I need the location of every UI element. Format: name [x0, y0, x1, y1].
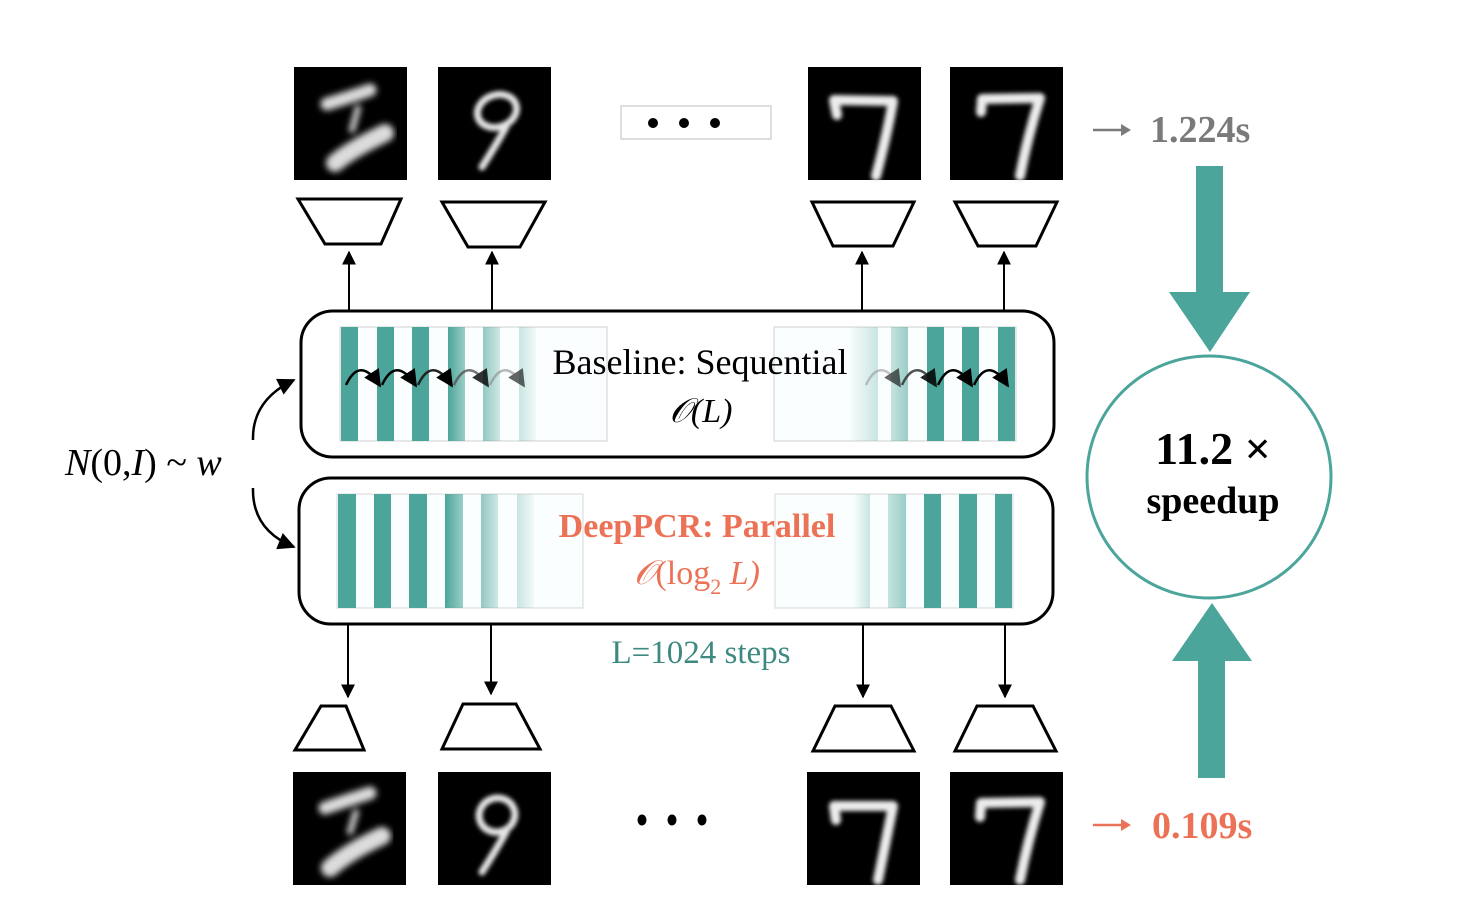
- baseline-box: Baseline: Sequential 𝒪(L): [299, 309, 1056, 459]
- deeppcr-time-label: 0.109s: [1152, 805, 1252, 847]
- baseline-complexity: 𝒪(L): [670, 393, 733, 430]
- bottom-decoders: [292, 702, 1059, 753]
- speedup-value: 11.2 ×: [1155, 423, 1271, 474]
- decoder-icon: [295, 197, 404, 246]
- top-decoders: [295, 197, 1060, 249]
- decoder-icon: [810, 704, 917, 753]
- speedup-circle: 11.2 × speedup: [1085, 354, 1333, 600]
- decoder-icon: [952, 704, 1059, 753]
- top-image-1: [294, 67, 407, 180]
- decoder-icon: [292, 704, 367, 752]
- top-image-4: [950, 67, 1063, 181]
- sequential-hop-arrows: [344, 368, 1010, 388]
- bottom-generated-images: [293, 772, 1063, 885]
- bottom-image-3: [807, 772, 920, 885]
- baseline-time: 1.224s: [1093, 109, 1250, 151]
- noise-label: N(0,I) ~ w: [64, 442, 222, 484]
- bottom-arrows: [341, 624, 1012, 699]
- deeppcr-time: 0.109s: [1093, 805, 1252, 847]
- down-arrow-icon: [1169, 166, 1250, 352]
- bottom-image-2: [438, 772, 551, 885]
- deeppcr-box: DeepPCR: Parallel 𝒪(log2 L): [297, 476, 1055, 626]
- top-ellipsis: [620, 105, 772, 140]
- baseline-time-label: 1.224s: [1150, 109, 1250, 151]
- noise-branch-arrows: [251, 378, 296, 550]
- speedup-label: speedup: [1146, 480, 1279, 522]
- bottom-image-4: [950, 772, 1063, 885]
- bottom-image-1: [293, 772, 406, 885]
- baseline-title: Baseline: Sequential: [553, 342, 848, 382]
- up-arrow-icon: [1172, 603, 1252, 778]
- decoder-icon: [809, 200, 917, 248]
- top-image-3: [808, 67, 921, 181]
- top-generated-images: [294, 67, 1063, 181]
- decoder-icon: [439, 200, 548, 249]
- steps-label: L=1024 steps: [611, 635, 790, 671]
- top-image-2: [438, 67, 551, 180]
- deeppcr-title: DeepPCR: Parallel: [559, 508, 836, 545]
- decoder-icon: [952, 200, 1060, 248]
- bottom-ellipsis: [637, 814, 707, 826]
- deeppcr-complexity: 𝒪(log2 L): [634, 555, 760, 599]
- decoder-icon: [439, 702, 543, 751]
